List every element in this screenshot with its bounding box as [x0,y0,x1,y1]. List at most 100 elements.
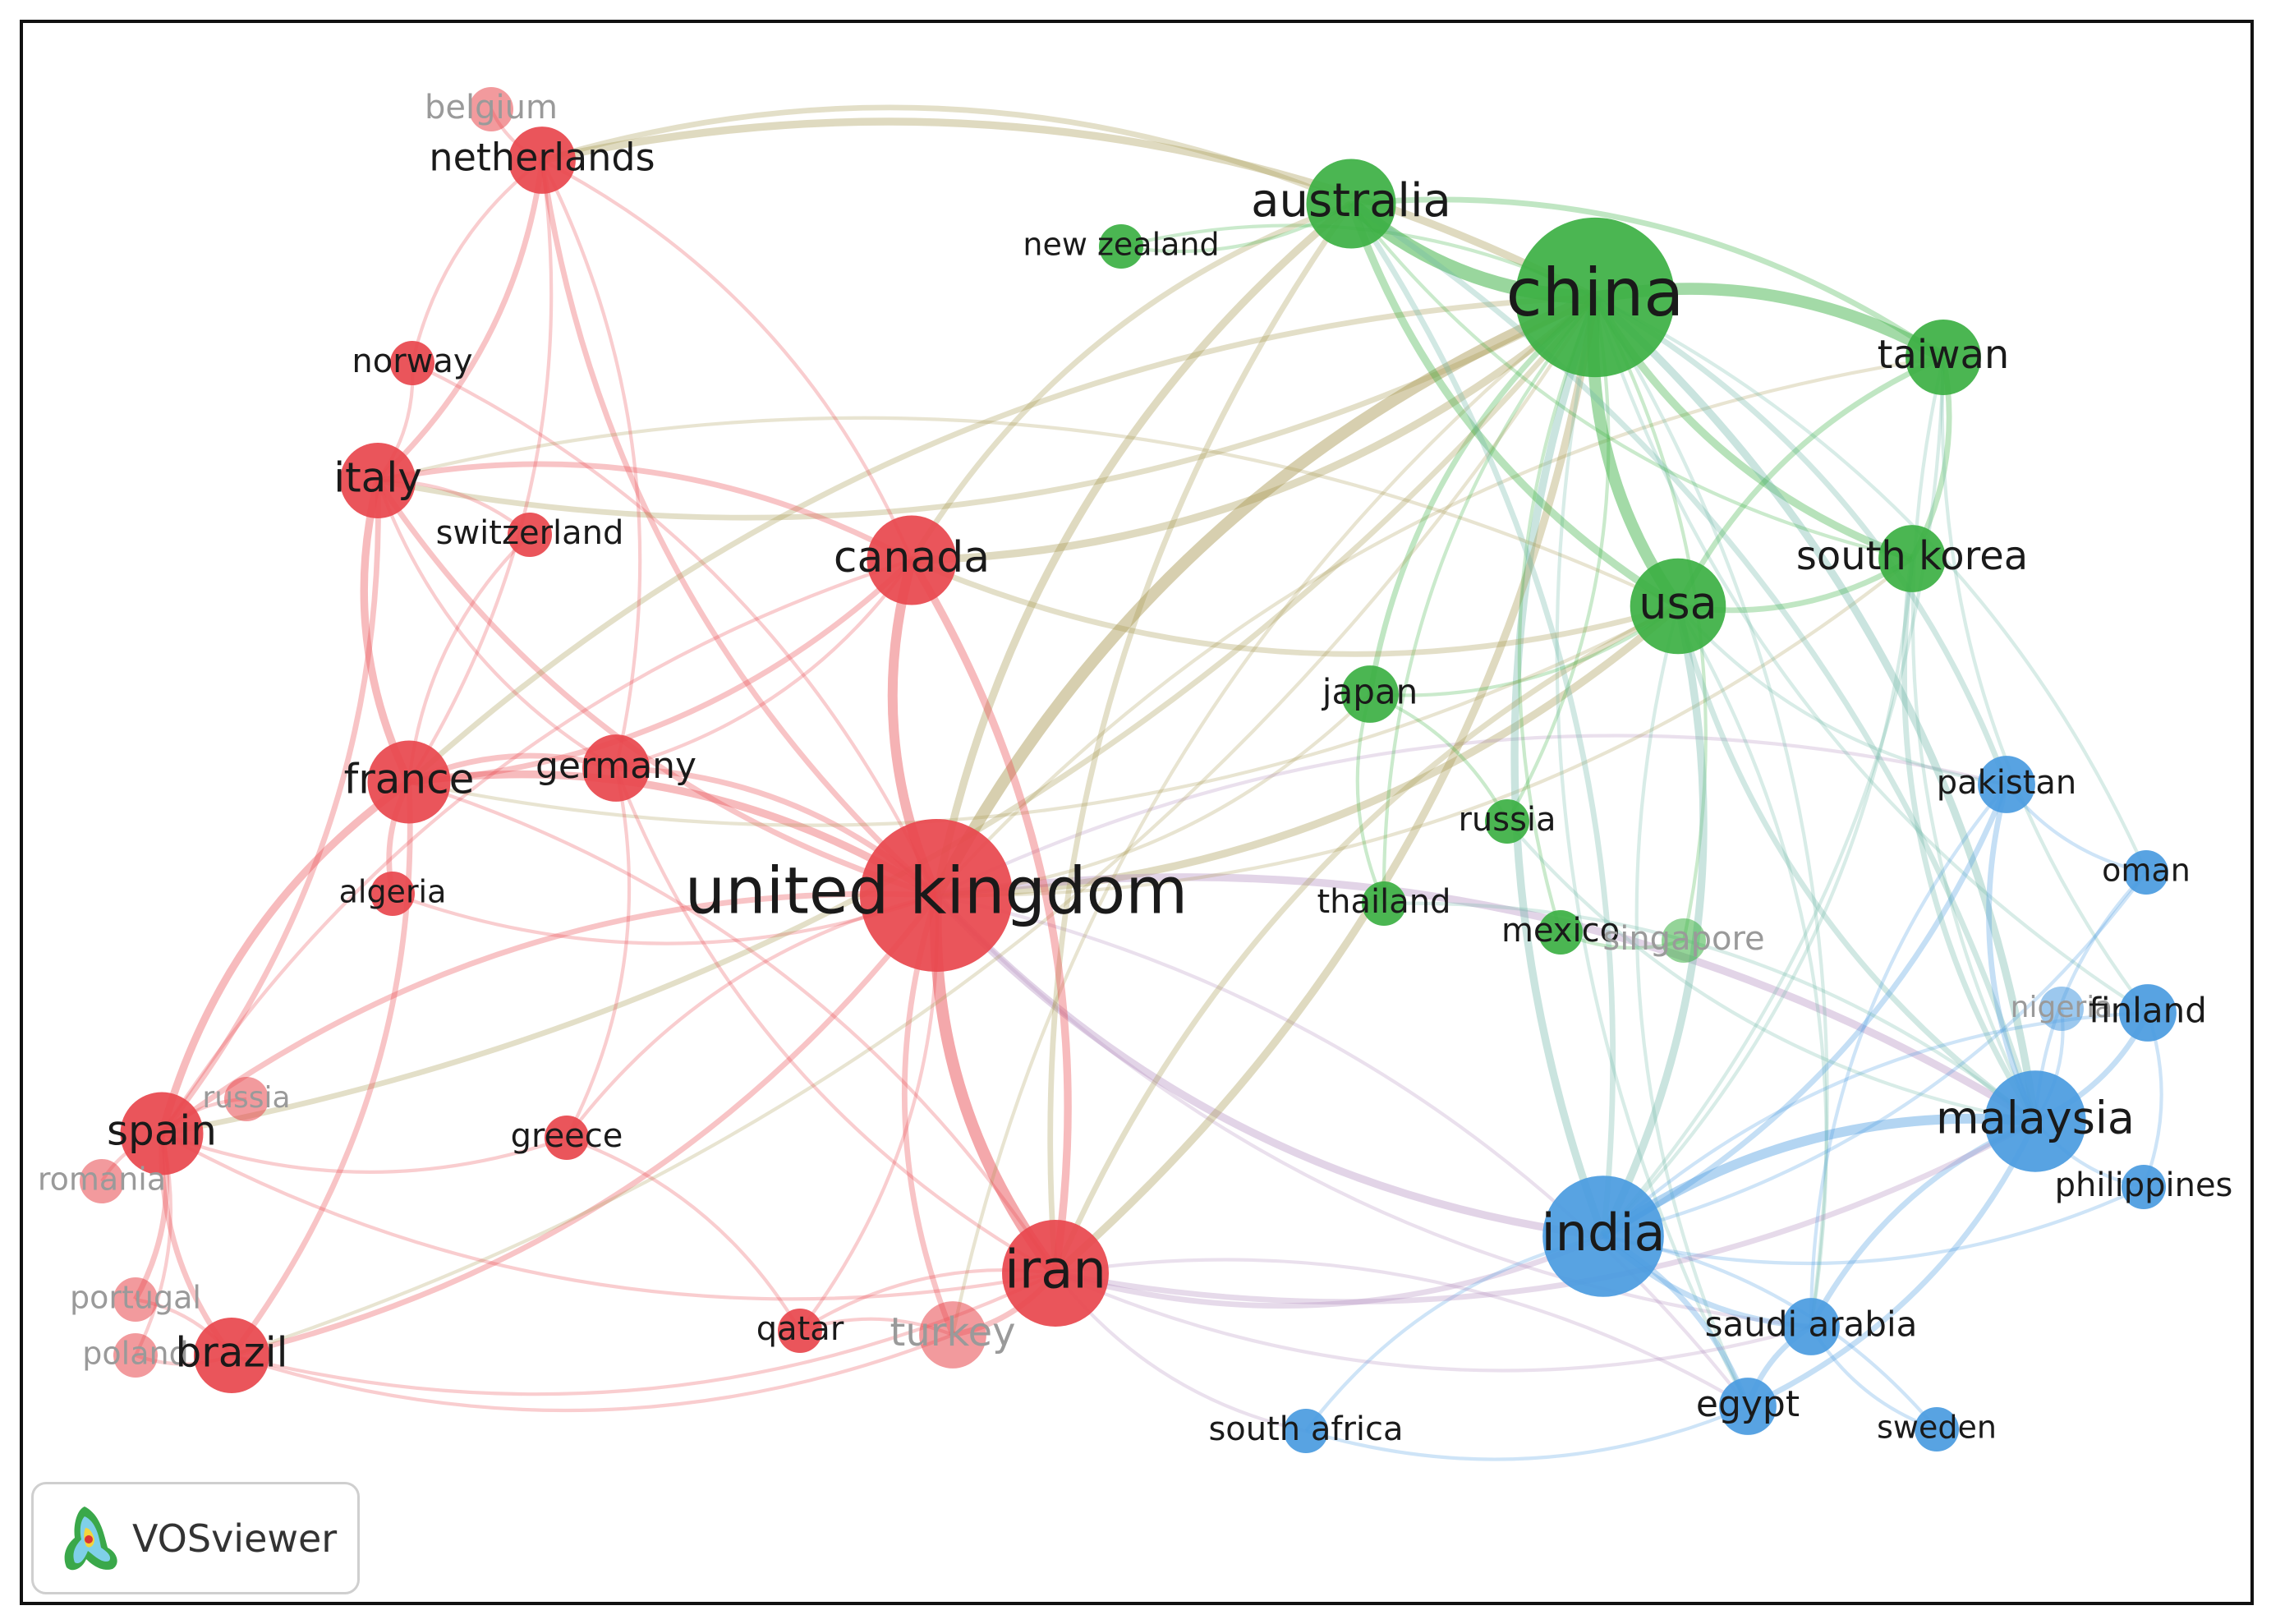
node-china[interactable] [1515,217,1676,378]
link-india-oman [1602,871,2148,1239]
node-label-thailand[interactable]: thailand [1317,883,1450,921]
node-label-netherlands[interactable]: netherlands [429,136,655,180]
node-label-malaysia[interactable]: malaysia [1936,1093,2135,1144]
node-norway[interactable] [390,341,434,385]
node-label-poland[interactable]: poland [82,1336,188,1372]
node-japan[interactable] [1341,665,1399,723]
node-label-japan[interactable]: japan [1322,672,1418,712]
node-label-saudi-arabia[interactable]: saudi arabia [1705,1304,1918,1345]
node-label-italy[interactable]: italy [333,454,422,502]
link-china-mexico [1517,297,1597,933]
link-france-italy [360,479,413,784]
link-malaysia-iran [1055,1119,2037,1305]
node-label-india[interactable]: india [1541,1203,1665,1263]
node-label-egypt[interactable]: egypt [1696,1383,1800,1425]
node-label-brazil[interactable]: brazil [176,1329,288,1377]
node-label-sweden[interactable]: sweden [1877,1410,1997,1446]
node-singapore[interactable] [1662,918,1706,963]
node-label-china[interactable]: china [1506,255,1685,331]
node-label-germany[interactable]: germany [536,745,696,787]
node-pakistan[interactable] [1978,756,2035,813]
node-label-portugal[interactable]: portugal [70,1280,201,1316]
node-label-singapore[interactable]: singapore [1602,920,1764,958]
node-south-korea[interactable] [1878,525,1946,592]
node-label-algeria[interactable]: algeria [339,874,447,910]
node-label-qatar[interactable]: qatar [756,1310,844,1348]
node-qatar[interactable] [778,1309,822,1353]
label-layer: belgium netherlands norway italy switzerland… [38,89,2233,1448]
link-australia-taiwan [1350,196,1945,360]
node-label-australia[interactable]: australia [1251,174,1451,228]
node-label-france[interactable]: france [344,756,475,803]
node-russia[interactable] [1485,799,1529,844]
node-netherlands[interactable] [508,127,576,194]
link-china-finland [1593,297,2149,1014]
node-label-mexico[interactable]: mexico [1501,912,1620,950]
node-label-nigeria[interactable]: nigeria [2011,991,2113,1024]
node-taiwan[interactable] [1906,320,1981,395]
node-mexico[interactable] [1538,910,1583,955]
node-turkey[interactable] [919,1301,986,1369]
node-portugal[interactable] [113,1277,158,1322]
node-canada[interactable] [867,515,957,605]
node-poland[interactable] [113,1333,158,1378]
node-spain[interactable] [120,1092,204,1175]
link-australia-south-korea [1349,202,1913,561]
node-finland[interactable] [2119,984,2177,1042]
node-thailand[interactable] [1362,881,1406,926]
node-switzerland[interactable] [508,513,552,557]
node-label-new-zealand[interactable]: new zealand [1023,227,1219,263]
node-label-south-africa[interactable]: south africa [1208,1410,1403,1448]
node-label-greece[interactable]: greece [511,1117,623,1155]
link-netherlands-germany [540,159,642,769]
node-iran[interactable] [1002,1220,1109,1327]
node-label-philippines[interactable]: philippines [2055,1166,2233,1204]
node-label-united-kingdom[interactable]: united kingdom [685,854,1188,928]
node-philippines[interactable] [2122,1165,2166,1209]
link-russia-malaysia [1506,820,2036,1124]
node-nigeria[interactable] [2039,987,2084,1031]
node-label-finland[interactable]: finland [2089,991,2207,1031]
node-india[interactable] [1542,1175,1664,1297]
node-italy[interactable] [340,443,416,518]
node-sweden[interactable] [1915,1407,1959,1451]
node-malaysia[interactable] [1984,1070,2086,1172]
link-usa-saudi-arabia [1676,605,1828,1327]
node-australia[interactable] [1306,159,1396,249]
link-united-kingdom-australia [932,200,1354,896]
node-label-spain[interactable]: spain [107,1107,217,1155]
node-germany[interactable] [582,734,650,802]
node-south-africa[interactable] [1284,1409,1328,1453]
node-united-kingdom[interactable] [860,819,1013,972]
node-label-south-korea[interactable]: south korea [1796,533,2028,579]
node-new-zealand[interactable] [1099,224,1143,269]
node-label-romania[interactable]: romania [38,1162,166,1198]
node-greece[interactable] [545,1116,589,1160]
node-label-norway[interactable]: norway [352,343,472,380]
node-saudi-arabia[interactable] [1782,1298,1840,1355]
node-label-turkey[interactable]: turkey [890,1309,1016,1355]
node-belgium[interactable] [469,87,513,131]
node-algeria[interactable] [370,872,415,916]
node-oman[interactable] [2124,850,2168,895]
node-label-russia[interactable]: russia [1458,801,1556,839]
node-label-taiwan[interactable]: taiwan [1878,332,2010,378]
node-label-iran[interactable]: iran [1004,1240,1106,1301]
node-label-belgium[interactable]: belgium [425,89,558,127]
link-united-kingdom-netherlands [539,159,939,898]
node-label-pakistan[interactable]: pakistan [1937,764,2077,802]
node-label-russia-red[interactable]: russia [202,1081,290,1115]
node-france[interactable] [367,740,451,824]
node-brazil[interactable] [194,1318,269,1393]
node-label-canada[interactable]: canada [834,533,990,582]
node-romania[interactable] [80,1159,124,1203]
node-label-oman[interactable]: oman [2102,853,2191,889]
node-usa[interactable] [1630,558,1726,655]
vosviewer-badge[interactable]: VOSviewer [31,1482,360,1594]
link-taiwan-malaysia [1910,357,2037,1122]
node-egypt[interactable] [1719,1378,1777,1435]
node-russia-red[interactable] [224,1077,269,1121]
node-label-switzerland[interactable]: switzerland [436,514,624,552]
node-label-usa[interactable]: usa [1639,577,1717,629]
